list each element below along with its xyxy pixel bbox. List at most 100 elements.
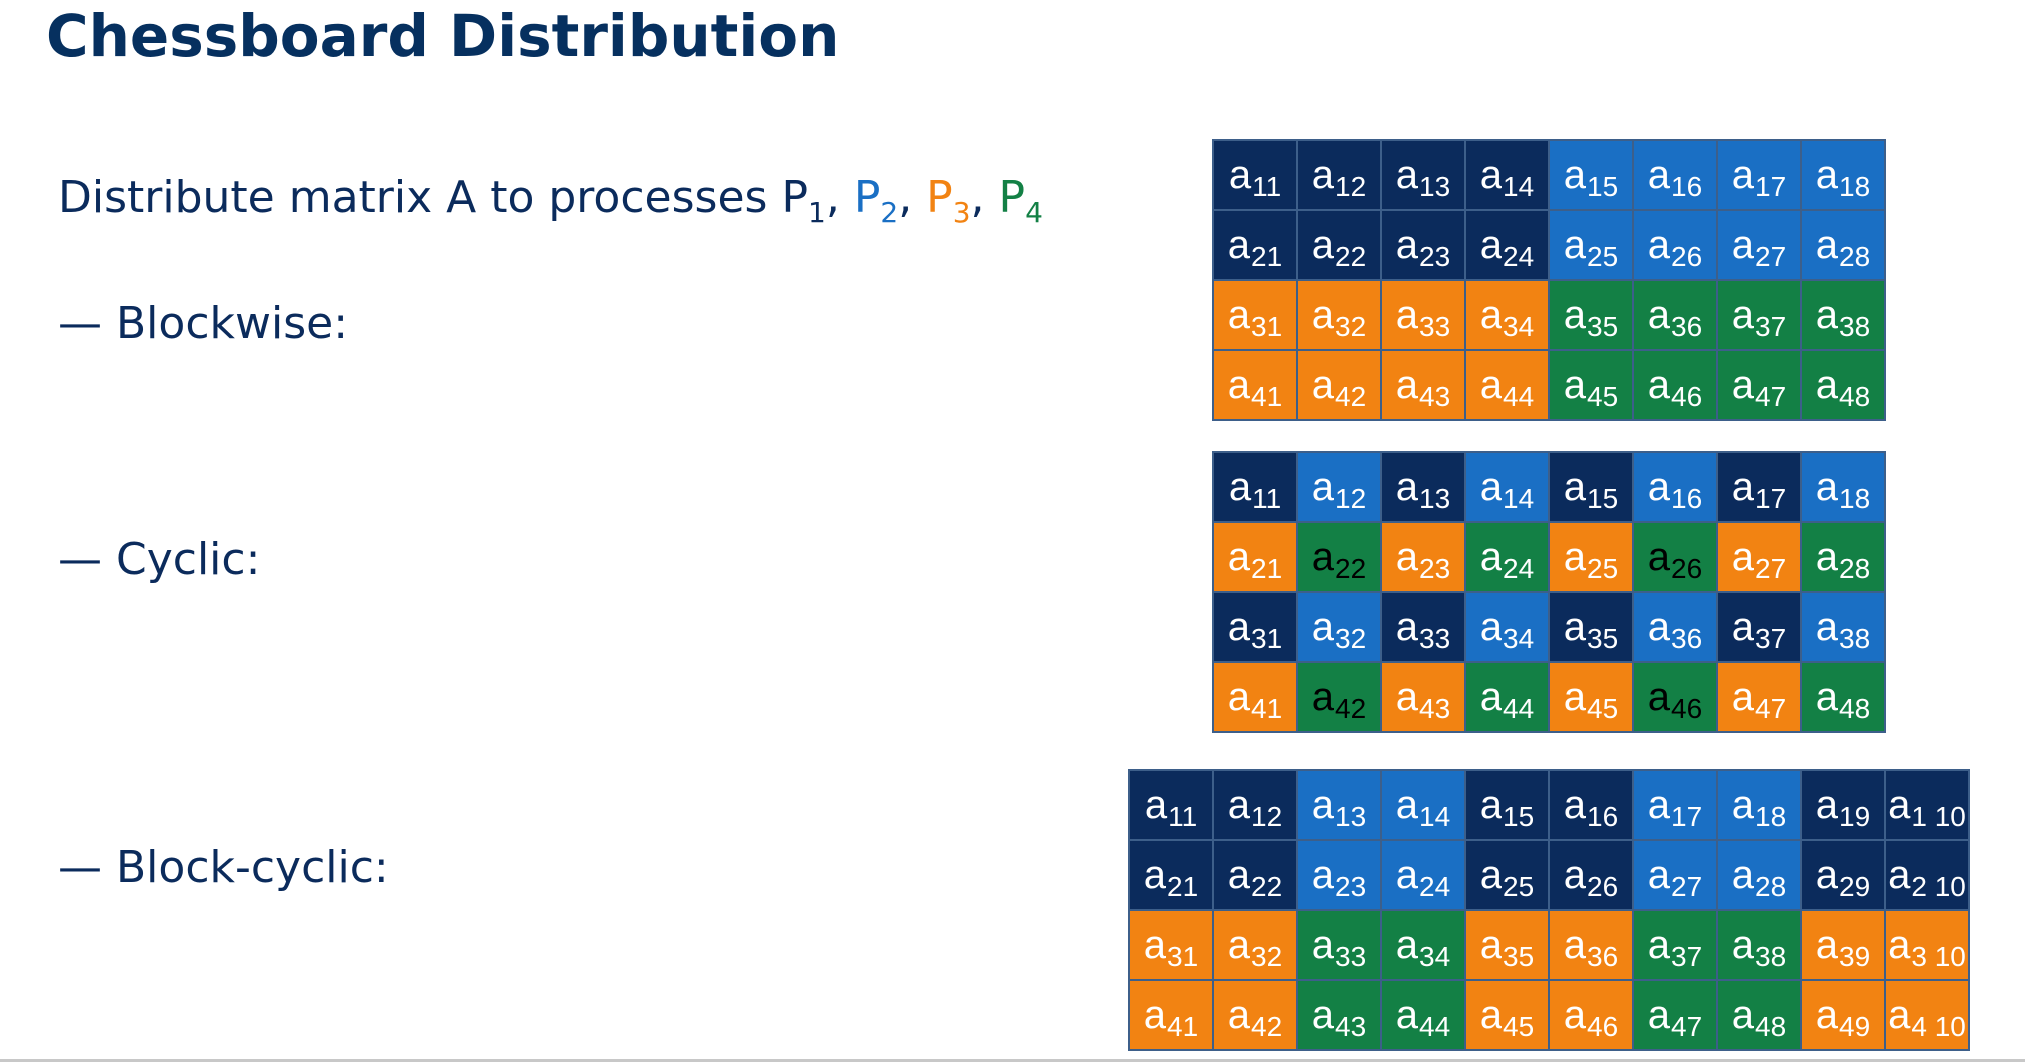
cell-index: 26 [1671, 241, 1703, 272]
cell-letter: a [1888, 923, 1911, 967]
cell-letter: a [1563, 223, 1587, 267]
cell-index: 23 [1335, 871, 1367, 902]
cell-index: 34 [1503, 311, 1535, 342]
cell-letter: a [1311, 465, 1335, 509]
cell-letter: a [1311, 993, 1335, 1037]
cell-index: 41 [1251, 693, 1283, 724]
cell-index: 17 [1755, 171, 1787, 202]
cell-letter: a [1311, 675, 1335, 719]
process-p1-label: P1 [781, 172, 826, 229]
cell-letter: a [1731, 153, 1755, 197]
cell-letter: a [1228, 153, 1252, 197]
cell-index: 22 [1335, 553, 1367, 584]
cell-letter: a [1395, 923, 1419, 967]
intro-text: Distribute matrix A to processes [58, 172, 782, 223]
cell-letter: a [1731, 535, 1755, 579]
cell-index: 11 [1168, 801, 1198, 832]
cell-index: 33 [1335, 941, 1367, 972]
cell-index: 14 [1503, 171, 1535, 202]
cell-index: 25 [1503, 871, 1535, 902]
cell-letter: a [1227, 993, 1251, 1037]
cell-index: 45 [1587, 693, 1619, 724]
cell-letter: a [1395, 535, 1419, 579]
cell-index: 25 [1587, 553, 1619, 584]
cell-index: 42 [1335, 381, 1367, 412]
cell-index: 18 [1755, 801, 1787, 832]
cell-index: 46 [1671, 693, 1703, 724]
cell-index: 24 [1419, 871, 1451, 902]
page-title: Chessboard Distribution [46, 2, 840, 70]
cell-index: 46 [1587, 1011, 1619, 1042]
cell-letter: a [1311, 605, 1335, 649]
cell-index: 35 [1587, 311, 1619, 342]
cell-index: 14 [1419, 801, 1451, 832]
cell-letter: a [1479, 675, 1503, 719]
cell-letter: a [1888, 993, 1911, 1037]
cell-letter: a [1479, 153, 1503, 197]
cell-letter: a [1647, 363, 1671, 407]
cell-letter: a [1647, 223, 1671, 267]
cell-letter: a [1395, 293, 1419, 337]
cell-letter: a [1311, 853, 1335, 897]
cell-letter: a [1815, 993, 1839, 1037]
cell-letter: a [1815, 853, 1839, 897]
cell-letter: a [1479, 223, 1503, 267]
cell-index: 23 [1419, 241, 1451, 272]
cell-letter: a [1647, 535, 1671, 579]
cell-index: 14 [1503, 483, 1535, 514]
cell-letter: a [1815, 675, 1839, 719]
cell-letter: a [1227, 605, 1251, 649]
cell-index: 27 [1671, 871, 1703, 902]
cell-letter: a [1227, 293, 1251, 337]
cell-index: 24 [1503, 241, 1535, 272]
cell-index: 48 [1755, 1011, 1787, 1042]
cell-letter: a [1395, 853, 1419, 897]
bullet-cyclic: — Cyclic: [58, 534, 261, 585]
cell-letter: a [1731, 993, 1755, 1037]
cell-letter: a [1731, 783, 1755, 827]
cell-letter: a [1647, 465, 1671, 509]
cell-index: 21 [1251, 241, 1283, 272]
cell-letter: a [1395, 153, 1419, 197]
cell-index: 38 [1755, 941, 1787, 972]
cell-letter: a [1227, 853, 1251, 897]
cell-index: 34 [1419, 941, 1451, 972]
cell-letter: a [1815, 153, 1839, 197]
cell-letter: a [1311, 923, 1335, 967]
cell-index: 26 [1587, 871, 1619, 902]
cell-index: 16 [1671, 483, 1703, 514]
cell-index: 17 [1755, 483, 1787, 514]
cell-index: 44 [1503, 381, 1535, 412]
cell-index: 26 [1671, 553, 1703, 584]
cell-letter: a [1563, 923, 1587, 967]
cell-index: 21 [1251, 553, 1283, 584]
cell-index: 47 [1755, 693, 1787, 724]
cell-index: 32 [1251, 941, 1283, 972]
cell-letter: a [1647, 783, 1671, 827]
